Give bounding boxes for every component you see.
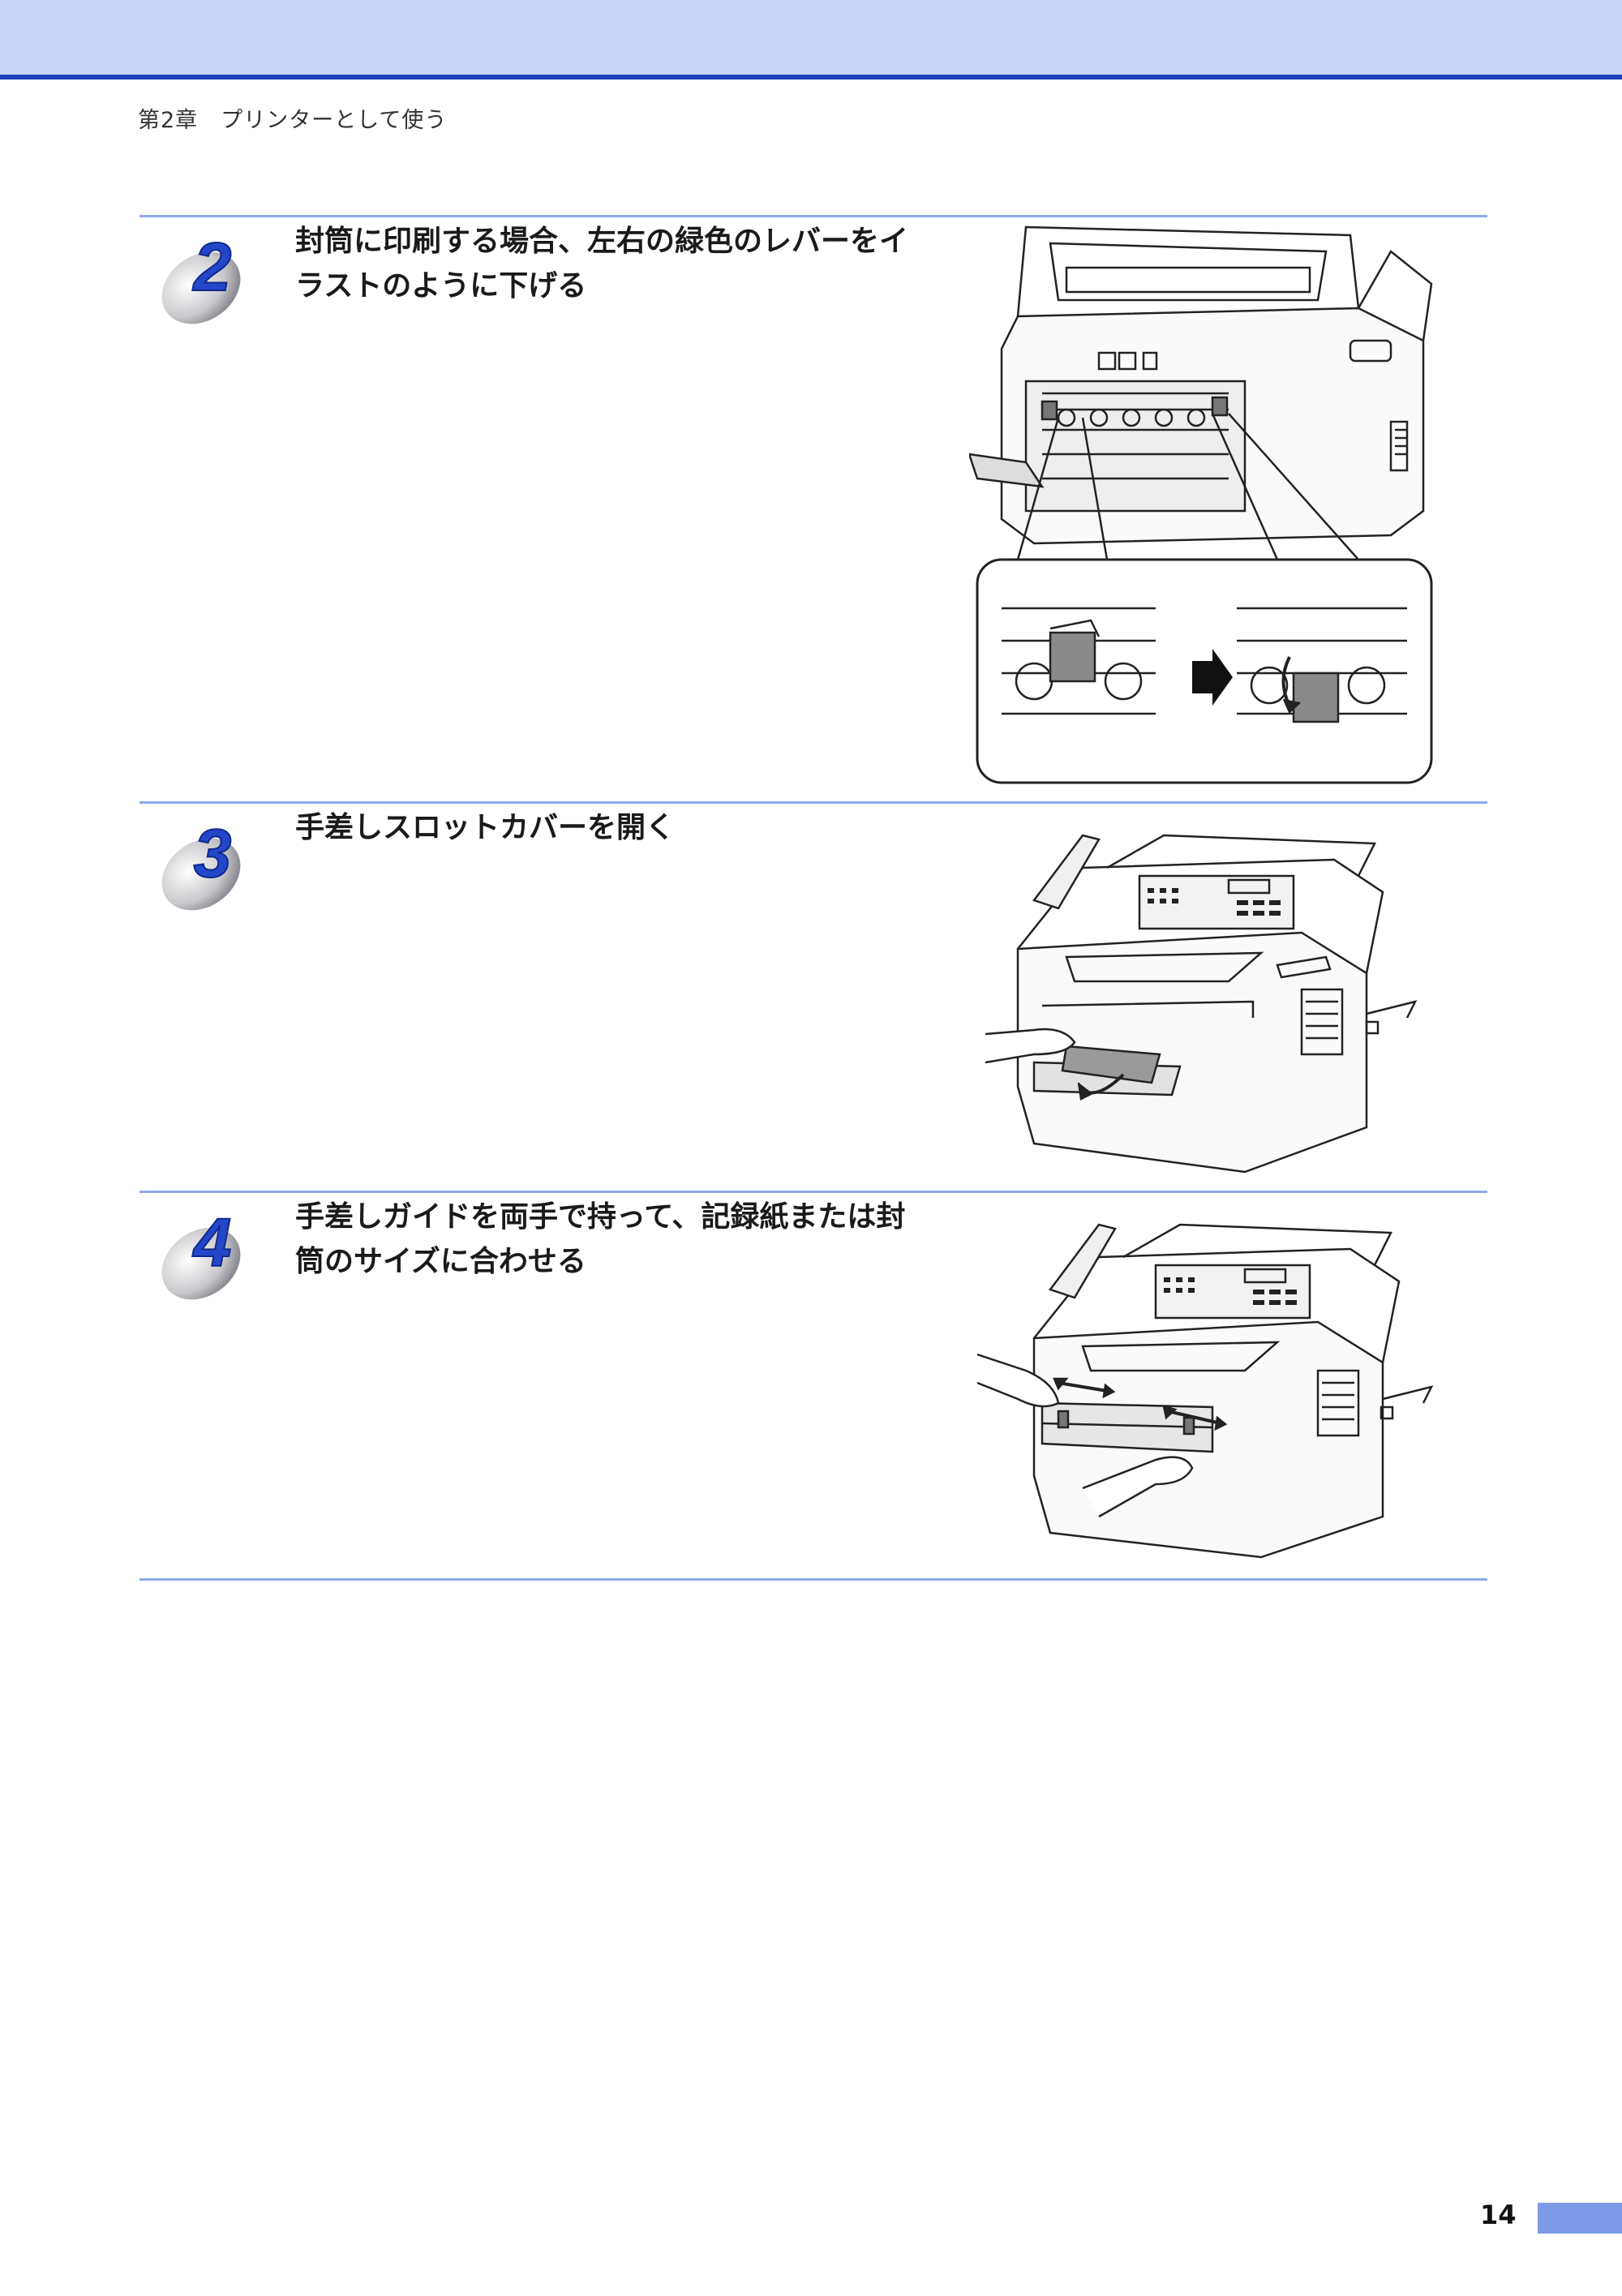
section-divider <box>139 215 1487 217</box>
step-3-badge: 3 <box>154 813 260 919</box>
section-divider <box>139 1191 1487 1193</box>
step-4-badge: 4 <box>154 1203 260 1308</box>
step-3-instruction: 手差しスロットカバーを開く <box>295 805 944 850</box>
chapter-title: 第2章 プリンターとして使う <box>138 108 448 133</box>
instruction-line: ラストのように下げる <box>295 269 587 303</box>
step-number: 3 <box>194 815 232 891</box>
step-number: 4 <box>192 1204 232 1281</box>
section-divider <box>139 801 1487 804</box>
step-4-instruction: 手差しガイドを両手で持って、記録紙または封 筒のサイズに合わせる <box>295 1195 944 1284</box>
instruction-line: 手差しガイドを両手で持って、記録紙または封 <box>295 1200 906 1234</box>
instruction-line: 手差しスロットカバーを開く <box>295 811 676 844</box>
step-4-illustration <box>977 1208 1440 1565</box>
step-number: 2 <box>192 229 232 305</box>
instruction-line: 封筒に印刷する場合、左右の緑色のレバーをイ <box>295 225 909 258</box>
step-2-instruction: 封筒に印刷する場合、左右の緑色のレバーをイ ラストのように下げる <box>295 219 944 308</box>
step-2-badge: 2 <box>154 227 260 333</box>
step-3-illustration <box>985 819 1435 1176</box>
page-tab <box>1538 2203 1622 2234</box>
instruction-line: 筒のサイズに合わせる <box>295 1245 586 1278</box>
header-band <box>0 0 1622 79</box>
step-2-illustration <box>969 219 1440 787</box>
section-divider <box>139 1578 1487 1581</box>
page-number: 14 <box>1480 2199 1517 2230</box>
